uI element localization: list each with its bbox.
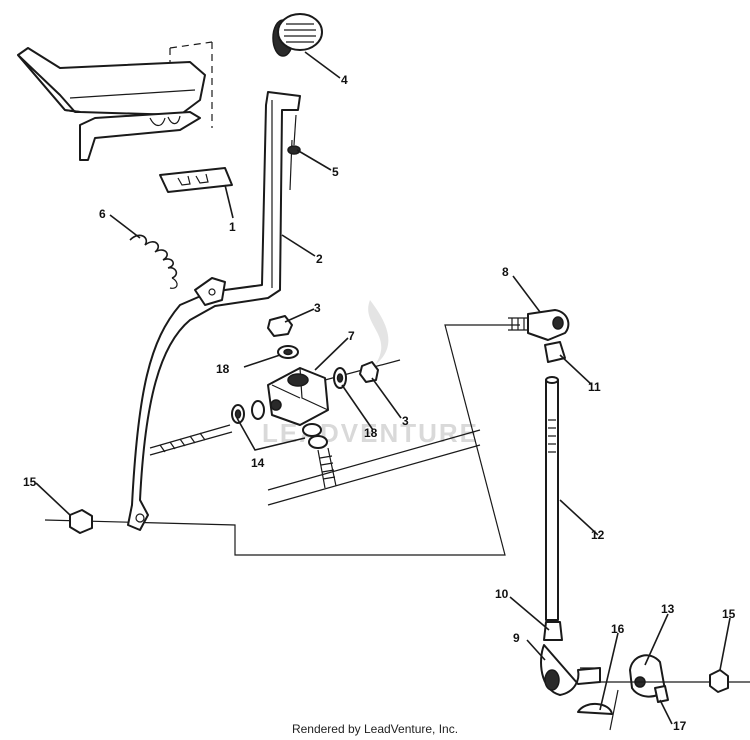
foot-pad bbox=[577, 703, 613, 715]
callout-15-left: 15 bbox=[23, 475, 37, 489]
callout-11: 11 bbox=[588, 380, 601, 394]
callout-14: 14 bbox=[251, 456, 265, 470]
callout-1: 1 bbox=[229, 220, 236, 234]
callout-18-right: 18 bbox=[364, 426, 378, 440]
bolt-washers bbox=[149, 400, 337, 489]
pivot-block bbox=[267, 359, 401, 426]
shift-knob bbox=[272, 13, 323, 57]
shift-lever bbox=[127, 91, 301, 531]
rod-end-top bbox=[508, 309, 570, 363]
pedal-bracket bbox=[17, 47, 206, 161]
crank-plate bbox=[600, 654, 750, 703]
callout-17: 17 bbox=[673, 719, 687, 733]
footer-credit: Rendered by LeadVenture, Inc. bbox=[291, 722, 459, 736]
extension-spring bbox=[129, 234, 178, 289]
callout-10: 10 bbox=[495, 587, 509, 601]
callout-8: 8 bbox=[502, 265, 509, 279]
nut-right bbox=[709, 669, 729, 693]
callout-16: 16 bbox=[611, 622, 625, 636]
callout-7: 7 bbox=[348, 329, 355, 343]
callout-2: 2 bbox=[316, 252, 323, 266]
reference-lines bbox=[44, 41, 619, 731]
callout-15-right: 15 bbox=[722, 607, 736, 621]
callout-18-left: 18 bbox=[216, 362, 230, 376]
comb-plate bbox=[159, 167, 233, 193]
callout-12: 12 bbox=[591, 528, 605, 542]
callout-3-right: 3 bbox=[402, 414, 409, 428]
shift-rod bbox=[545, 376, 559, 621]
cotter-pin bbox=[287, 114, 301, 191]
rod-end-bottom bbox=[540, 621, 601, 696]
nut-left bbox=[69, 509, 93, 534]
callout-3-top: 3 bbox=[314, 301, 321, 315]
nut-washer-right bbox=[333, 361, 379, 389]
nut-washer-top bbox=[267, 315, 299, 359]
callout-5: 5 bbox=[332, 165, 339, 179]
callout-labels: 1 2 3 3 4 5 6 7 8 9 10 11 12 13 14 15 15… bbox=[23, 73, 736, 733]
callout-4: 4 bbox=[341, 73, 348, 87]
callout-9: 9 bbox=[513, 631, 520, 645]
leader-lines bbox=[35, 51, 731, 725]
callout-6: 6 bbox=[99, 207, 106, 221]
callout-13: 13 bbox=[661, 602, 675, 616]
